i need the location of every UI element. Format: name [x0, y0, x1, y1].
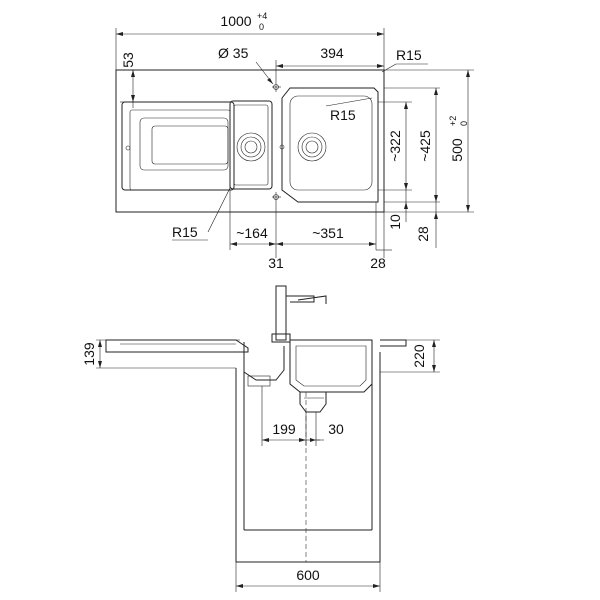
bowl-depth-label: ~322 — [387, 130, 403, 162]
dim-cabinet-width: 600 — [235, 562, 381, 592]
radius-top-right-label: R15 — [396, 47, 422, 63]
dim-main-bowl-width: 394 — [275, 45, 384, 82]
small-drain-icon — [236, 132, 266, 162]
main-bowl-inner — [289, 95, 373, 191]
small-bowl — [229, 100, 273, 190]
cabinet-width-label: 600 — [296, 567, 320, 583]
dim-large-bowl-width: ~351 — [276, 202, 377, 250]
offset-53-label: 53 — [120, 52, 136, 68]
tap-hole-top — [272, 82, 281, 92]
tap-hole-bottom — [272, 192, 281, 202]
main-bowl-section — [289, 339, 373, 413]
svg-text:+2: +2 — [448, 116, 458, 126]
main-bowl-width-label: 394 — [320, 45, 344, 61]
drain-offset-label: 199 — [272, 421, 296, 437]
dim-28-right: 28 — [415, 202, 438, 248]
dim-drain-offset: 199 — [261, 386, 307, 446]
inner-depth-label: ~425 — [417, 130, 433, 162]
radius-bowl-label: R15 — [330, 107, 356, 123]
svg-text:0: 0 — [259, 22, 264, 32]
small-drain-waste — [247, 375, 271, 387]
large-bowl-width-label: ~351 — [312, 225, 344, 241]
main-drain-ring — [301, 136, 323, 158]
dim-radius-top-right: R15 — [381, 47, 428, 73]
small-bowl-inner — [233, 104, 269, 186]
small-bowl-outline — [229, 100, 273, 190]
small-drain-core — [244, 140, 258, 154]
drain-30-label: 30 — [328, 421, 344, 437]
dim-overall-depth: 500 +2 0 — [384, 69, 474, 213]
overall-width-label: 1000 — [220, 13, 251, 29]
cabinet — [235, 352, 381, 563]
dim-overall-width: 1000 +4 0 — [115, 11, 385, 70]
small-bowl-profile — [243, 342, 285, 381]
drainboard-outline — [121, 101, 235, 191]
dim-31: 31 — [268, 250, 284, 271]
dim-rim-height: 139 — [81, 339, 240, 369]
hole-diameter-label: Ø 35 — [218, 45, 249, 61]
faucet-icon — [271, 285, 327, 343]
drainboard-section — [105, 339, 249, 353]
main-drain-waste — [299, 392, 327, 413]
dim-28-bottom-label: 28 — [370, 255, 386, 271]
main-overflow-icon — [279, 144, 285, 150]
svg-text:0: 0 — [459, 121, 469, 126]
dim-53: 53 — [120, 52, 136, 108]
dim-radius-bottom: R15 — [172, 187, 231, 241]
main-drain-core — [305, 140, 319, 154]
small-bowl-width-label: ~164 — [236, 225, 268, 241]
dim-hole-diameter: Ø 35 — [218, 45, 274, 85]
drainboard — [121, 101, 235, 191]
dim-10: 10 — [387, 190, 408, 230]
overflow-icon — [125, 145, 131, 151]
small-drain-ring — [240, 136, 262, 158]
overall-depth-label: 500 — [449, 138, 465, 162]
main-drain-icon — [297, 132, 327, 162]
dim-small-bowl-width: ~164 — [229, 190, 277, 250]
dim-inner-depth: ~425 — [384, 87, 440, 203]
rim-height-label: 139 — [81, 342, 97, 366]
main-bowl — [279, 87, 379, 203]
dim-drain-30: 30 — [306, 412, 344, 446]
sink-outline — [115, 69, 385, 213]
dim-bowl-depth: ~322 — [378, 101, 412, 191]
radius-bottom-label: R15 — [172, 224, 198, 240]
main-bowl-outline — [281, 87, 379, 203]
drainboard-inner — [129, 109, 231, 191]
dim-radius-bowl: R15 — [325, 97, 373, 123]
side-view: 139 220 199 30 — [81, 285, 440, 592]
dim-28-bottom: 28 — [370, 212, 392, 271]
bowl-height-label: 220 — [411, 344, 427, 368]
dim-31-label: 31 — [268, 255, 284, 271]
dim-10-label: 10 — [387, 214, 403, 230]
rim-right — [380, 339, 407, 347]
svg-text:+4: +4 — [257, 11, 267, 21]
small-bowl-section — [243, 342, 285, 387]
drainboard-groove-inner — [151, 125, 229, 165]
dim-28-right-label: 28 — [415, 226, 431, 242]
top-view: 1000 +4 0 53 Ø 35 394 R — [115, 11, 474, 271]
main-bowl-profile — [289, 339, 373, 393]
dim-bowl-height: 220 — [380, 339, 440, 373]
